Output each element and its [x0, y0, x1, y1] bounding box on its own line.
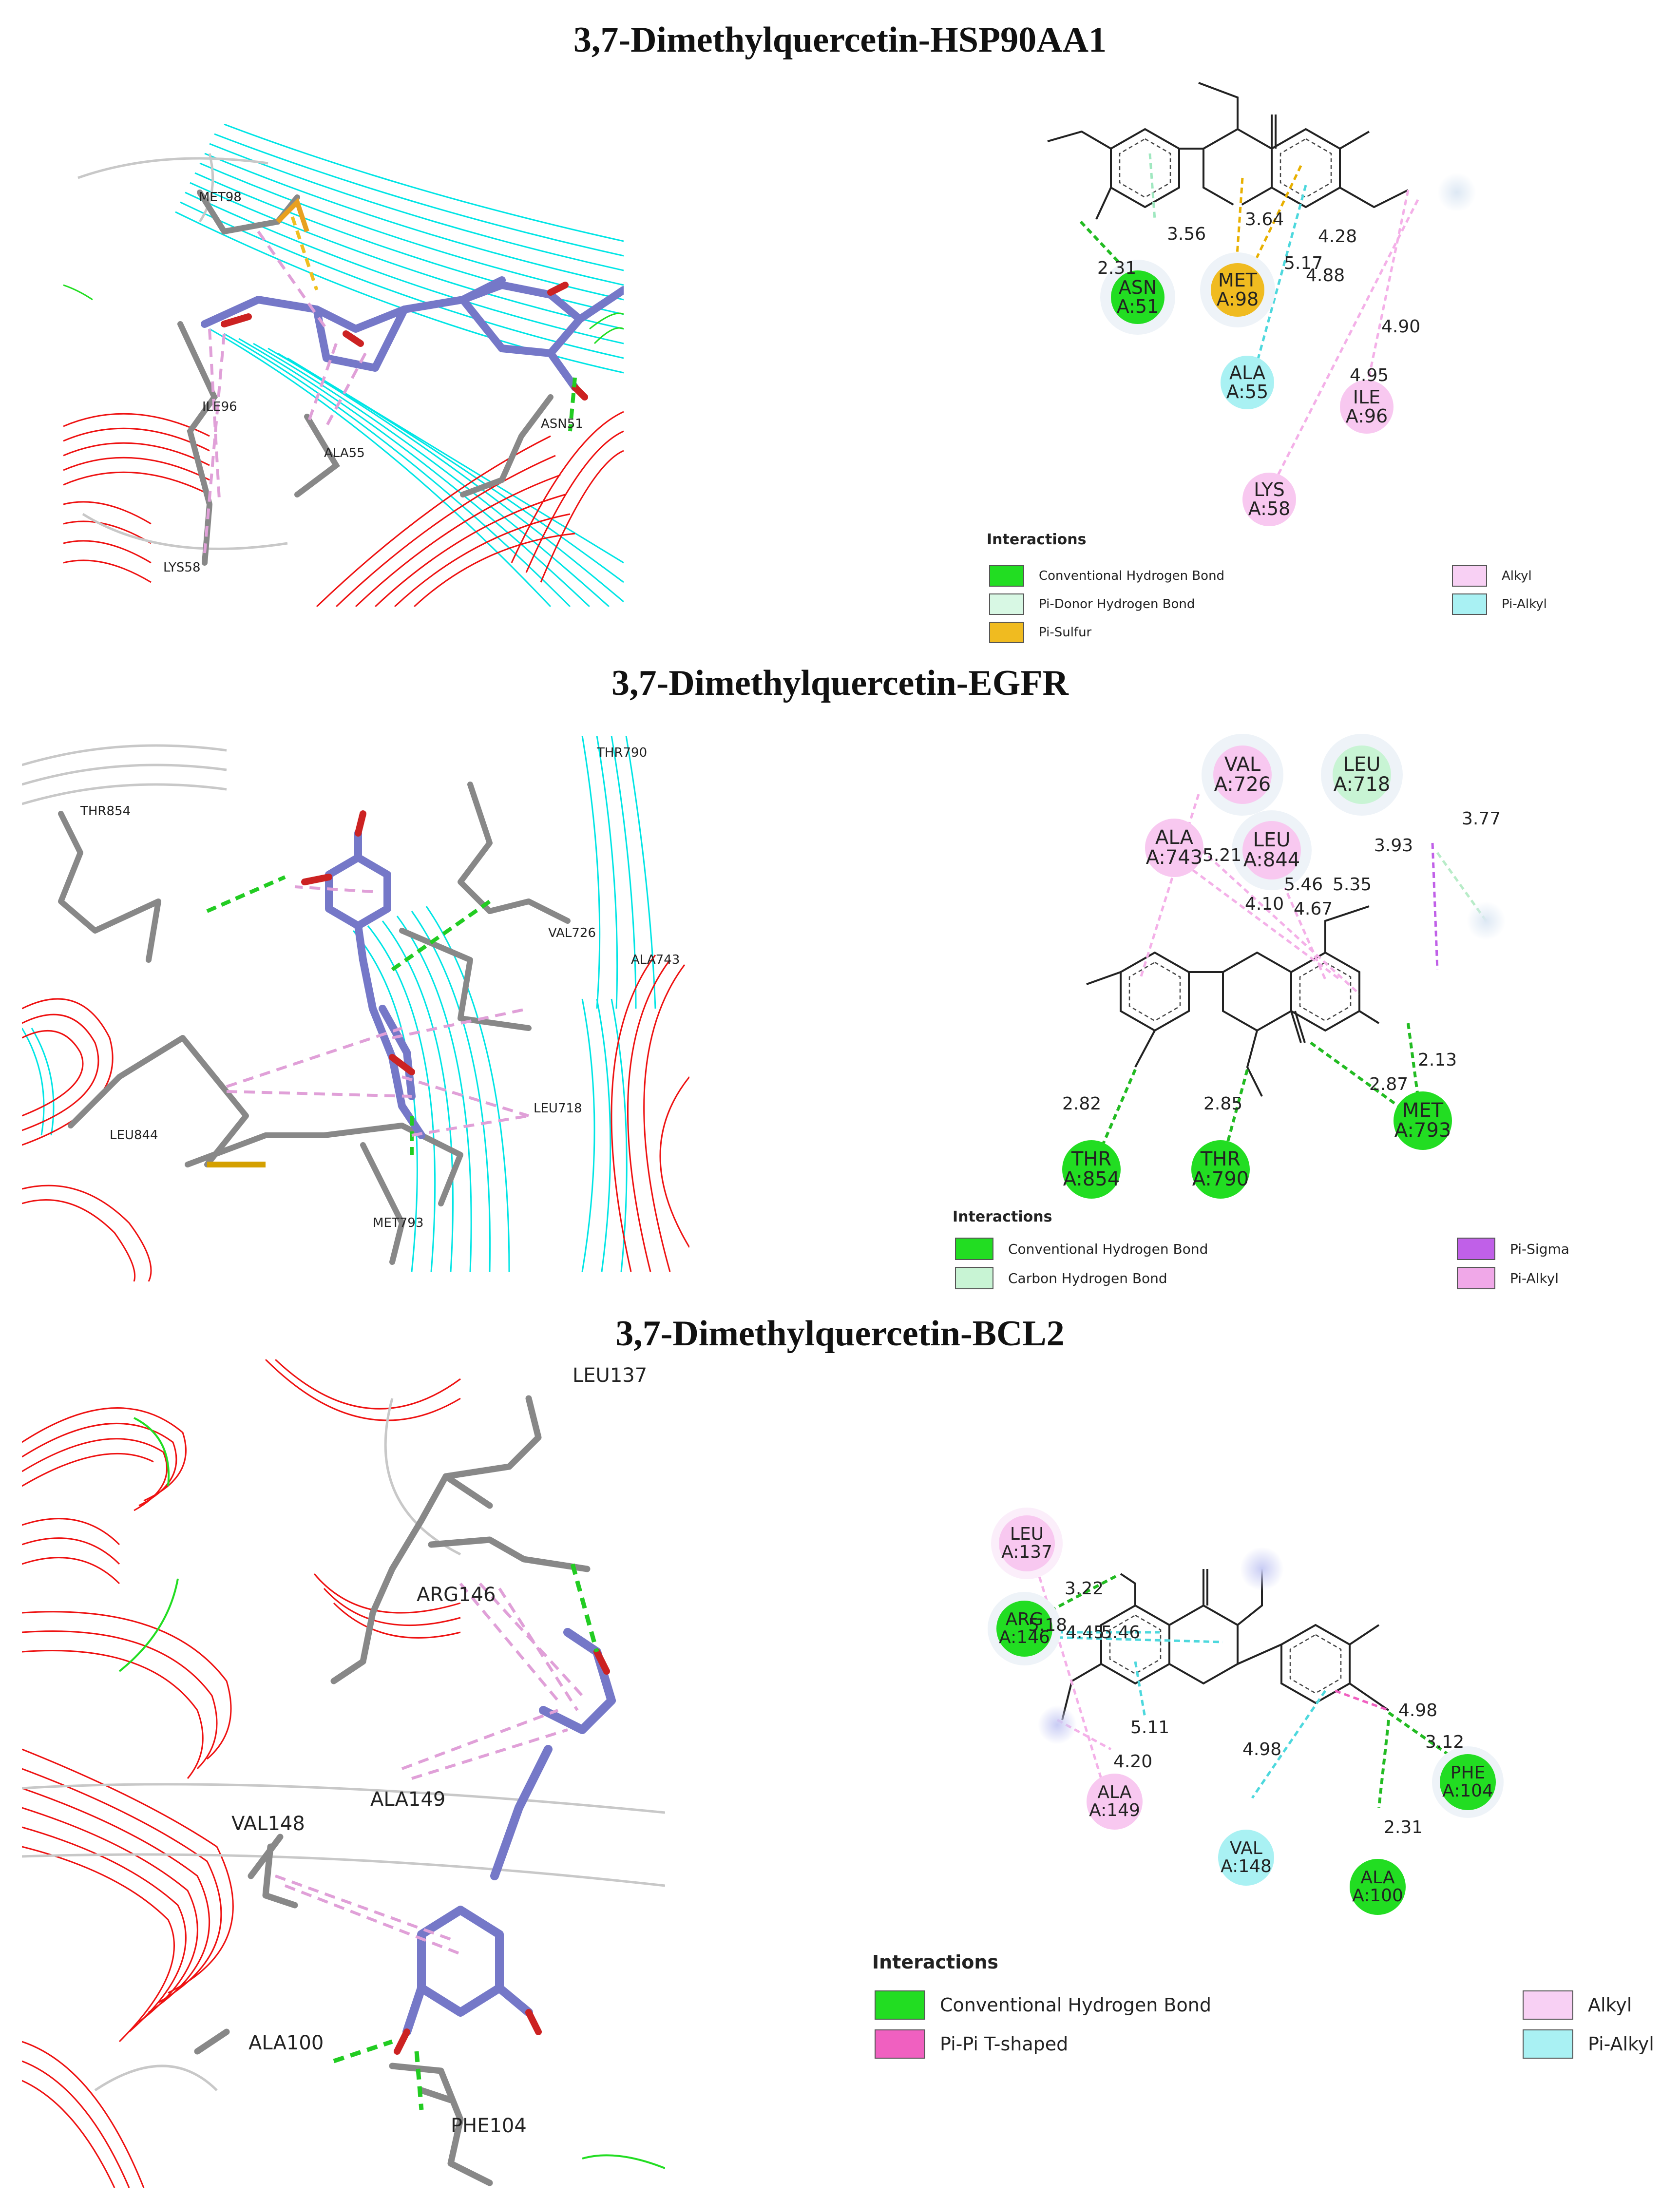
panel-2-distance-label: 4.10 [1245, 894, 1284, 914]
panel-3-3d-render [22, 1359, 665, 2188]
panel-2-legend: Interactions Conventional Hydrogen Bond … [950, 1208, 1608, 1301]
panel-3-legend: Interactions Conventional Hydrogen Bond … [870, 1949, 1659, 2076]
panel-1-distance-label: 3.64 [1245, 210, 1284, 229]
panel-1-legend-item: Pi-Alkyl [1452, 593, 1547, 615]
panel-3-label-ala100: ALA100 [248, 2032, 324, 2054]
panel-3-distance-label: 4.20 [1113, 1752, 1153, 1772]
panel-1-label-asn51: ASN51 [541, 417, 583, 431]
panel-3-label-leu137: LEU137 [573, 1364, 648, 1387]
panel-3-distance-label: 5.18 [1028, 1615, 1068, 1635]
panel-1-distance-label: 4.28 [1318, 227, 1357, 247]
panel-3-label-ala149: ALA149 [370, 1788, 446, 1811]
panel-2-label-val726: VAL726 [548, 926, 596, 940]
panel-2-label-met793: MET793 [373, 1216, 424, 1230]
panel-3-distance-label: 5.11 [1130, 1718, 1170, 1738]
panel-3-label-val148: VAL148 [231, 1813, 305, 1835]
panel-3-legend-item: Pi-Alkyl [1523, 2029, 1654, 2059]
panel-1-distance-label: 4.90 [1381, 317, 1421, 337]
panel-2-label-thr854: THR854 [80, 804, 131, 819]
panel-2-2d-structure [1086, 794, 1506, 1161]
panel-2-distance-label: 5.21 [1203, 845, 1242, 865]
panel-2-legend-item: Pi-Alkyl [1457, 1267, 1559, 1289]
panel-2-distance-label: 4.67 [1294, 899, 1333, 919]
panel-1-legend: Interactions Conventional Hydrogen Bond … [984, 531, 1593, 648]
panel-3-distance-label: 4.98 [1242, 1739, 1282, 1759]
panel-1-title: 3,7-Dimethylquercetin-HSP90AA1 [573, 20, 1107, 60]
panel-3-legend-title: Interactions [872, 1951, 999, 1973]
panel-3-distance-label: 4.98 [1398, 1701, 1438, 1720]
panel-1-legend-item: Conventional Hydrogen Bond [989, 565, 1224, 587]
panel-3-title: 3,7-Dimethylquercetin-BCL2 [615, 1314, 1065, 1354]
panel-3-legend-item: Pi-Pi T-shaped [875, 2029, 1068, 2059]
panel-2-distance-label: 5.35 [1333, 875, 1372, 895]
panel-3-distance-label: 3.22 [1065, 1579, 1104, 1599]
panel-1-label-met98: MET98 [199, 190, 242, 205]
panel-1-distance-label: 5.17 [1284, 253, 1323, 273]
panel-2-3d-render [22, 736, 689, 1281]
panel-1-distance-label: 4.88 [1306, 266, 1345, 286]
panel-2-distance-label: 2.85 [1203, 1094, 1243, 1114]
panel-2-distance-label: 3.77 [1462, 809, 1501, 829]
panel-2-legend-item: Conventional Hydrogen Bond [955, 1238, 1208, 1260]
panel-3-legend-item: Conventional Hydrogen Bond [875, 1990, 1211, 2020]
panel-3-distance-label: 2.31 [1384, 1817, 1423, 1837]
panel-3-2d-structure [1027, 1539, 1463, 1808]
panel-1-2d-structure [1047, 82, 1476, 498]
panel-3-label-arg146: ARG146 [417, 1584, 496, 1606]
panel-3-distance-label: 3.12 [1425, 1732, 1465, 1752]
panel-2-label-ala743: ALA743 [631, 953, 680, 967]
panel-2-label-leu844: LEU844 [110, 1128, 158, 1143]
panel-1-distance-label: 2.31 [1097, 258, 1137, 278]
panel-1-legend-item: Pi-Sulfur [989, 622, 1091, 643]
panel-2-distance-label: 3.93 [1374, 836, 1413, 856]
panel-2-distance-label: 2.87 [1369, 1074, 1409, 1094]
panel-2-3d-view: THR790 THR854 VAL726 ALA743 LEU718 LEU84… [22, 736, 689, 1281]
panel-3-distance-label: 4.45 [1066, 1623, 1105, 1643]
panel-2-legend-item: Carbon Hydrogen Bond [955, 1267, 1167, 1289]
panel-1-distance-label: 3.56 [1167, 224, 1206, 244]
panel-1-label-ile96: ILE96 [202, 400, 237, 414]
panel-1-3d-render [63, 124, 624, 607]
panel-2-label-thr790: THR790 [597, 745, 648, 760]
panel-1-legend-item: Pi-Donor Hydrogen Bond [989, 593, 1195, 615]
panel-3-3d-view: LEU137 ARG146 VAL148 ALA149 ALA100 PHE10… [22, 1359, 665, 2188]
panel-1-legend-item: Alkyl [1452, 565, 1532, 587]
panel-2-distance-label: 2.82 [1062, 1094, 1102, 1114]
panel-1-legend-title: Interactions [987, 531, 1087, 548]
panel-2-label-leu718: LEU718 [534, 1101, 582, 1116]
panel-3-legend-item: Alkyl [1523, 1990, 1632, 2020]
panel-2-legend-title: Interactions [953, 1208, 1052, 1225]
panel-1-label-lys58: LYS58 [163, 560, 201, 575]
panel-3-label-phe104: PHE104 [451, 2115, 527, 2137]
panel-1-distance-label: 4.95 [1350, 365, 1389, 385]
panel-2-distance-label: 2.13 [1418, 1050, 1457, 1070]
panel-2-title: 3,7-Dimethylquercetin-EGFR [611, 663, 1069, 703]
panel-1-3d-view: MET98 ILE96 ALA55 ASN51 LYS58 [63, 124, 624, 607]
panel-1-label-ala55: ALA55 [324, 446, 365, 460]
panel-2-distance-label: 5.46 [1284, 875, 1323, 895]
panel-2-legend-item: Pi-Sigma [1457, 1238, 1569, 1260]
panel-3-distance-label: 5.46 [1101, 1623, 1141, 1643]
